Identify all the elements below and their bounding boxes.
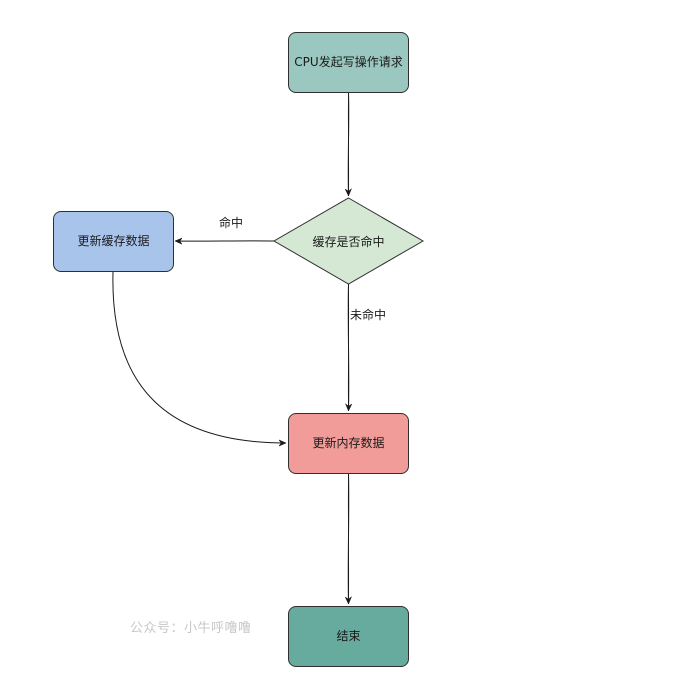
hit-edge-label: 命中 xyxy=(219,216,244,230)
miss-edge-label: 未命中 xyxy=(350,308,387,322)
start-node-label: CPU发起写操作请求 xyxy=(294,55,403,70)
update-memory-node: 更新内存数据 xyxy=(288,413,409,474)
start-node: CPU发起写操作请求 xyxy=(288,32,409,93)
update-cache-node-label: 更新缓存数据 xyxy=(77,234,150,249)
end-node: 结束 xyxy=(288,606,409,667)
update-cache-node: 更新缓存数据 xyxy=(53,211,174,272)
watermark-text: 公众号：小牛呼噜噜 xyxy=(130,621,252,636)
update-memory-node-label: 更新内存数据 xyxy=(312,436,385,451)
decision-node: 缓存是否命中 xyxy=(273,197,424,285)
decision-node-label: 缓存是否命中 xyxy=(312,234,385,249)
edge-cache-to-memory xyxy=(112,271,286,443)
end-node-label: 结束 xyxy=(336,629,361,644)
